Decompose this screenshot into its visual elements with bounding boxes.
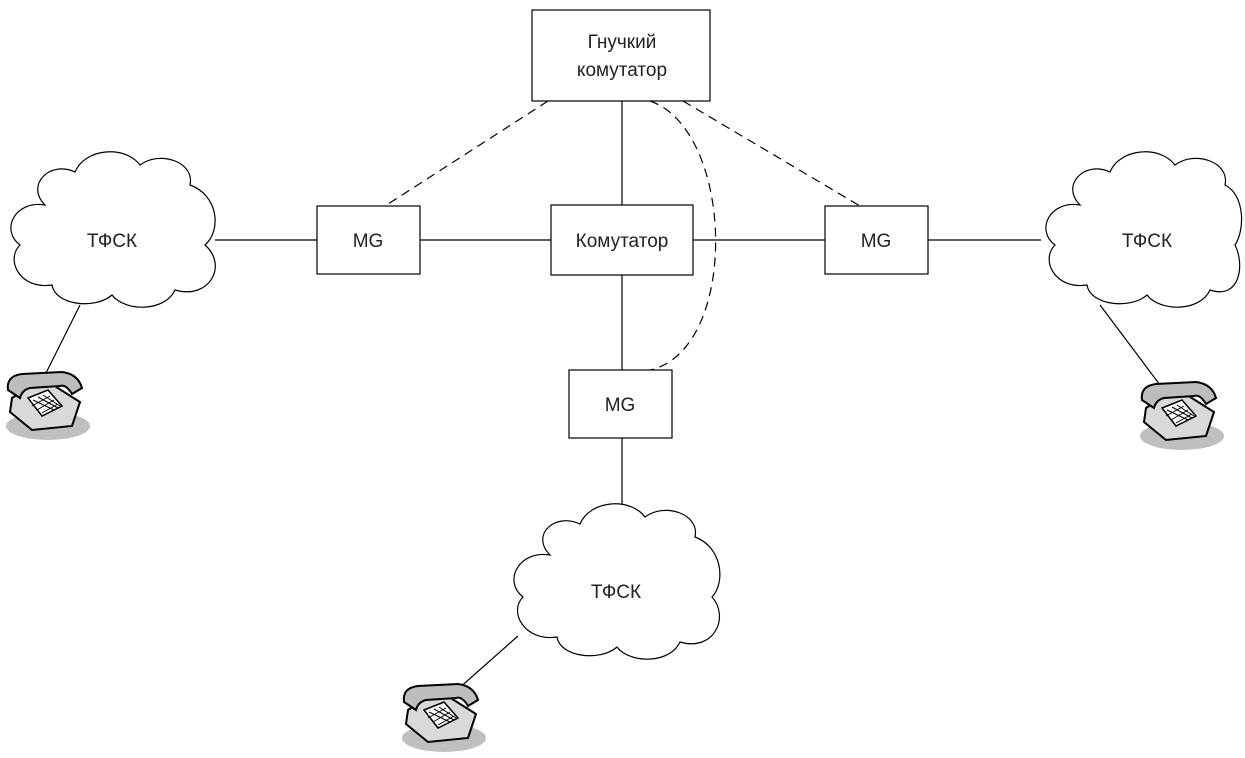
control-link-bottom-mg [649,100,717,371]
network-right-label: ТФСК [1122,231,1172,252]
softswitch-label-line1: Гнучкий [588,32,657,53]
telephone-icon-right [1139,381,1225,451]
switch-box [550,204,694,276]
mg-left-label: MG [353,231,384,252]
switch-label: Комутатор [576,231,669,252]
softswitch-label-line2: комутатор [577,60,667,81]
cloud-right [1045,151,1243,308]
cloud-bottom [513,503,721,660]
mg-right-label: MG [861,231,892,252]
softswitch-box [531,9,711,102]
control-link-right-mg [682,100,861,207]
link-right-network-to-phone [1099,304,1161,386]
telephone-icon-left [5,371,91,441]
mg-bottom-label: MG [605,395,636,416]
link-left-network-to-phone [44,304,81,376]
mg-bottom-box [568,369,673,439]
mg-left-box [316,205,421,275]
telephone-icon-bottom [401,683,487,753]
control-link-left-mg [384,100,549,207]
cloud-left [10,151,216,308]
network-bottom-label: ТФСК [591,582,641,603]
network-left-label: ТФСК [87,231,137,252]
mg-right-box [824,205,929,275]
